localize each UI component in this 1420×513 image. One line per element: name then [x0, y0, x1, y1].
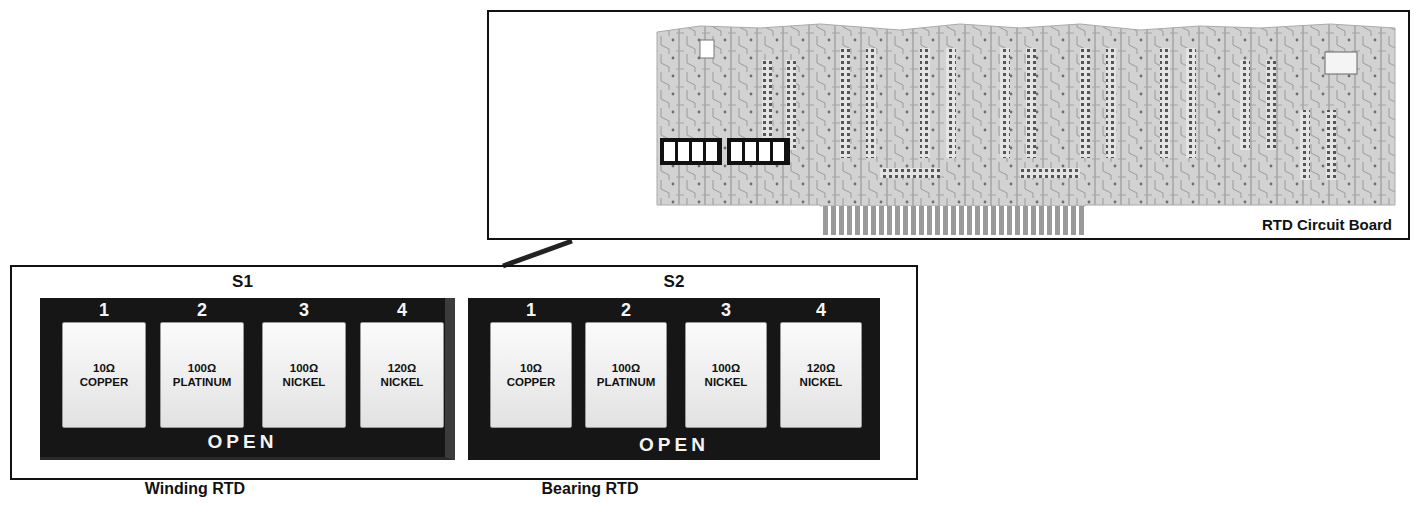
switch-number: 2	[586, 300, 666, 321]
switch-name: S2	[468, 272, 880, 292]
leader-line	[503, 241, 572, 266]
switch-number: 3	[263, 300, 345, 321]
board-label: RTD Circuit Board	[1260, 215, 1394, 234]
rocker-switch: 2100Ω PLATINUM	[585, 322, 667, 428]
dip-switch-block: S1OPENWinding RTD110Ω COPPER2100Ω PLATIN…	[40, 298, 455, 460]
rtd-type-label: 10Ω COPPER	[496, 361, 566, 390]
switch-caption: Winding RTD	[45, 480, 345, 498]
open-marking: OPEN	[468, 434, 880, 456]
callout-frame	[11, 266, 917, 479]
rocker-switch: 3100Ω NICKEL	[262, 322, 346, 428]
rocker-switch: 110Ω COPPER	[490, 322, 572, 428]
rtd-type-label: 120Ω NICKEL	[786, 361, 856, 390]
dip-switch-block: S2OPENBearing RTD110Ω COPPER2100Ω PLATIN…	[468, 298, 880, 460]
rocker-switch: 110Ω COPPER	[62, 322, 146, 428]
switch-number: 4	[361, 300, 443, 321]
circuit-board-frame: RTD Circuit Board	[487, 10, 1410, 240]
switch-number: 4	[781, 300, 861, 321]
rtd-type-label: 100Ω NICKEL	[691, 361, 761, 390]
rocker-switch: 4120Ω NICKEL	[360, 322, 444, 428]
switch-number: 3	[686, 300, 766, 321]
rocker-switch: 4120Ω NICKEL	[780, 322, 862, 428]
rtd-type-label: 100Ω PLATINUM	[166, 361, 238, 390]
switch-caption: Bearing RTD	[440, 480, 740, 498]
open-marking: OPEN	[40, 431, 445, 453]
rocker-switch: 2100Ω PLATINUM	[160, 322, 244, 428]
rtd-type-label: 120Ω NICKEL	[366, 361, 438, 390]
rtd-type-label: 100Ω PLATINUM	[591, 361, 661, 390]
switch-number: 2	[161, 300, 243, 321]
switch-number: 1	[63, 300, 145, 321]
rtd-type-label: 100Ω NICKEL	[268, 361, 340, 390]
rocker-switch: 3100Ω NICKEL	[685, 322, 767, 428]
switch-number: 1	[491, 300, 571, 321]
rtd-type-label: 10Ω COPPER	[68, 361, 140, 390]
switch-name: S1	[40, 272, 445, 292]
